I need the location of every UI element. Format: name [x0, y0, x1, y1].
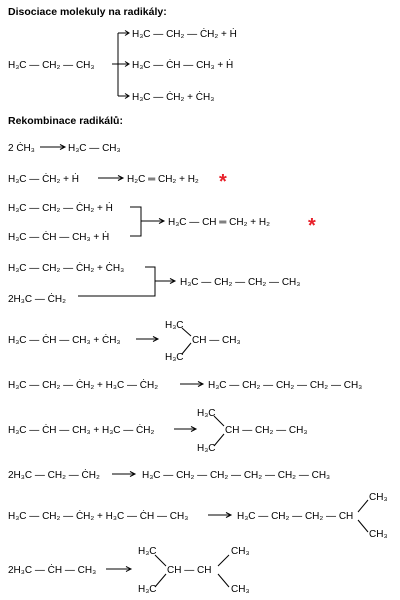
r5-bond-up: [181, 327, 192, 337]
r7-product-top: H₃C: [197, 408, 216, 419]
r5-bond-down: [181, 342, 192, 355]
r10-reactants: 2H₃C — ĊH — CH₃: [8, 563, 96, 576]
r8-arrowhead: [129, 471, 137, 477]
r10-product-top-left: H₃C: [138, 546, 157, 557]
r10-bond-up-right: [217, 554, 230, 567]
r4-product: H₃C — CH₂ — CH₂ — CH₃: [180, 277, 300, 288]
r4-reactants-b: 2H₃C — ĊH₂: [8, 292, 66, 305]
dissociation-arrowhead-1: [124, 30, 130, 36]
r3-bracket: [130, 206, 142, 237]
r10-product-bottom-right: CH₃: [231, 584, 250, 595]
r2-products: H₂C ═ CH₂ + H₂: [127, 174, 199, 185]
r1-reactants: 2 ĊH₃: [8, 141, 35, 154]
r6-product: H₃C — CH₂ — CH₂ — CH₂ — CH₃: [208, 380, 362, 391]
r4-reactants-a: H₃C — CH₂ — ĊH₂ + ĊH₃: [8, 261, 124, 274]
r7-product-bottom: H₃C: [197, 443, 216, 454]
dissociation-product-1: H₃C — CH₂ — ĊH₂ + Ḣ: [132, 27, 237, 40]
red-asterisk-2: *: [308, 215, 316, 237]
r10-bond-down-left: [154, 573, 167, 588]
r7-arrowhead: [190, 426, 198, 432]
r9-arrowhead: [225, 512, 233, 518]
r10-arrowhead: [125, 566, 133, 572]
dissociation-reactant: H₃C — CH₂ — CH₃: [8, 60, 94, 71]
r1-arrowhead: [59, 144, 67, 150]
dissociation-product-3: H₃C — ĊH₂ + ĊH₃: [132, 90, 214, 103]
r2-arrowhead: [117, 175, 125, 181]
r7-product-main: CH — CH₂ — CH₃: [225, 425, 307, 436]
r9-reactants: H₃C — CH₂ — ĊH₂ + H₃C — ĊH — CH₃: [8, 509, 188, 522]
r2-reactants: H₃C — ĊH₂ + Ḣ: [8, 172, 79, 185]
dissociation-product-2: H₃C — ĊH — CH₃ + Ḣ: [132, 58, 233, 71]
r10-product-main: CH — CH: [167, 565, 211, 576]
r3-reactants-a: H₃C — CH₂ — ĊH₂ + Ḣ: [8, 201, 113, 214]
r10-bond-up-left: [154, 554, 167, 567]
red-asterisk-1: *: [219, 171, 227, 193]
r6-reactants: H₃C — CH₂ — ĊH₂ + H₃C — ĊH₂: [8, 378, 158, 391]
r9-product-bottom: CH₃: [369, 529, 388, 540]
r9-product-main: H₃C — CH₂ — CH₂ — CH: [237, 511, 353, 522]
r9-bond-down: [357, 519, 369, 533]
r8-product: H₃C — CH₂ — CH₂ — CH₂ — CH₂ — CH₃: [142, 470, 330, 481]
r3-arrowhead: [158, 218, 166, 224]
r3-reactants-b: H₃C — ĊH — CH₃ + Ḣ: [8, 230, 109, 243]
dissociation-arrowhead-2: [124, 61, 130, 67]
r7-bond-down: [213, 433, 225, 447]
dissociation-arrowhead-3: [124, 93, 130, 99]
r9-product-top: CH₃: [369, 492, 388, 503]
recombination-heading: Rekombinace radikálů:: [8, 115, 123, 127]
r5-arrowhead: [152, 336, 160, 342]
r7-reactants: H₃C — ĊH — CH₃ + H₃C — ĊH₂: [8, 423, 155, 436]
r5-reactants: H₃C — ĊH — CH₃ + ĊH₃: [8, 333, 121, 346]
r10-product-top-right: CH₃: [231, 546, 250, 557]
r5-product-bottom: H₃C: [165, 352, 184, 363]
r9-bond-up: [357, 499, 369, 513]
r10-bond-down-right: [217, 573, 230, 588]
r10-product-bottom-left: H₃C: [138, 584, 157, 595]
r3-products: H₃C — CH ═ CH₂ + H₂: [168, 217, 270, 228]
r1-product: H₃C — CH₃: [68, 143, 121, 154]
r4-arrowhead: [169, 278, 177, 284]
r5-product-main: CH — CH₃: [192, 335, 241, 346]
r7-bond-up: [213, 415, 225, 427]
r5-product-top: H₃C: [165, 320, 184, 331]
r6-arrowhead: [197, 381, 205, 387]
r8-reactants: 2H₃C — CH₂ — ĊH₂: [8, 468, 100, 481]
dissociation-heading: Disociace molekuly na radikály:: [8, 6, 167, 18]
